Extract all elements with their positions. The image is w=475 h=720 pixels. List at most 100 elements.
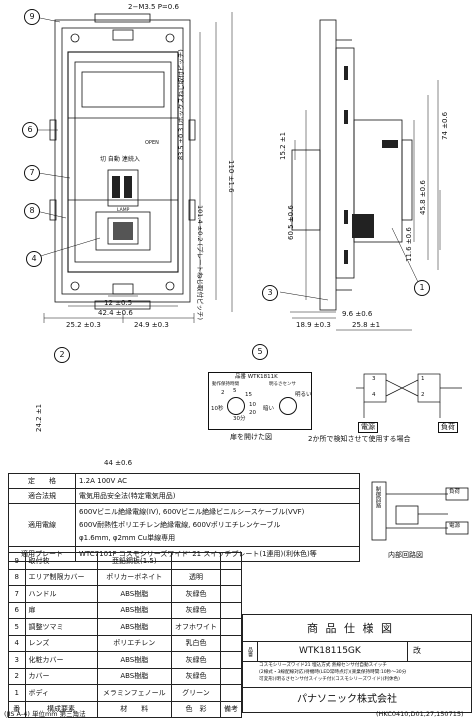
dial-mark-15: 15: [245, 392, 252, 398]
parts-color: オフホワイト: [170, 618, 222, 636]
parts-name: カバー: [24, 667, 98, 685]
dim-101-4: 101.4 ±0.2 (プレートねじ取付ピッチ): [196, 205, 204, 321]
dim-42-4: 42.4 ±0.6: [98, 309, 133, 317]
spec-label: 適用電線: [8, 503, 76, 547]
dial-mark-30m: 30分: [233, 416, 246, 422]
door-open-caption: 扉を開けた図: [230, 433, 272, 441]
callout-4: 4: [26, 251, 42, 267]
parts-no: 9: [8, 552, 26, 570]
model-label: 品番: [247, 647, 253, 657]
dial-panel: 品番 WTK1811K 動作保持時間 明るさセンサ 2 5 15 10秒 10 …: [208, 372, 312, 430]
parts-color: [170, 552, 222, 570]
spec-row: 適用電線 600Vビニル絶縁電線(IV), 600Vビニル絶縁ビニルシースケーブ…: [8, 503, 360, 547]
parts-remark: [220, 651, 242, 669]
parts-remark: [220, 684, 242, 702]
parts-header-color: 色 彩: [170, 700, 222, 718]
callout-5: 5: [252, 344, 268, 360]
dial-mark-dark: 暗い: [263, 406, 275, 412]
desc-line-2: (2線式・3線配線対応)待機時(LED常時点灯)(楽業保持時間:10秒〜30分: [259, 670, 407, 675]
dial-mark-2: 2: [221, 390, 225, 396]
callout-7: 7: [24, 165, 40, 181]
two-place-caption: 2か所で検知させて使用する場合: [308, 435, 411, 443]
dim-18-9: 18.9 ±0.3: [296, 321, 331, 329]
dim-11-6: 11.6 ±0.6: [405, 227, 413, 262]
dim-44: 44 ±0.6: [104, 459, 133, 467]
top-drawing: [28, 12, 441, 331]
parts-material: ABS樹脂: [96, 585, 172, 603]
timer-knob[interactable]: [227, 397, 245, 415]
face-lamp-label: LAMP: [117, 208, 130, 213]
dial-left-title: 動作保持時間: [212, 382, 239, 387]
parts-color: 透明: [170, 568, 222, 586]
circuit-load: 負荷: [449, 489, 461, 495]
parts-remark: [220, 618, 242, 636]
parts-color: グリーン: [170, 684, 222, 702]
company: パナソニック株式会社: [297, 694, 397, 705]
parts-header-row: 番構成要素材 料色 彩備考: [8, 700, 242, 718]
parts-name: ボディ: [24, 684, 98, 702]
parts-remark: [220, 601, 242, 619]
parts-name: レンズ: [24, 634, 98, 652]
dim-45-8: 45.8 ±0.6: [419, 180, 427, 215]
callout-3: 3: [262, 285, 278, 301]
desc-row: コスモシリーズワイド21 埋込方式 熱線センサ付自動スイッチ (2線式・3線配線…: [243, 661, 471, 688]
parts-material: ABS樹脂: [96, 651, 172, 669]
parts-color: 灰緑色: [170, 651, 222, 669]
spec-value: 1.2A 100V AC: [75, 473, 360, 489]
callout-9: 9: [24, 9, 40, 25]
callout-8: 8: [24, 203, 40, 219]
spec-value-wires: 600Vビニル絶縁電線(IV), 600Vビニル絶縁ビニルシースケーブル(VVF…: [75, 503, 360, 547]
parts-material: ABS樹脂: [96, 601, 172, 619]
model-number: WTK18115GK: [299, 646, 361, 656]
dim-25-8: 25.8 ±1: [352, 321, 381, 329]
wiring-t3: 1: [421, 376, 425, 382]
dial-mark-10s: 10秒: [211, 406, 224, 412]
model-row: 品番 WTK18115GK 改: [243, 641, 471, 662]
face-open-label: OPEN: [145, 140, 159, 146]
parts-no: 7: [8, 585, 26, 603]
parts-material: メラミンフェノール: [96, 684, 172, 702]
dial-mark-bright: 明るい: [295, 392, 312, 398]
callout-6: 6: [22, 122, 38, 138]
lux-knob[interactable]: [279, 397, 297, 415]
dim-12: 12 ±0.5: [104, 299, 133, 307]
dial-mark-20: 20: [249, 410, 256, 416]
rev-label: 改: [413, 646, 421, 655]
parts-name: ハンドル: [24, 585, 98, 603]
parts-name: 取付枚: [24, 552, 98, 570]
wiring-power: 電源: [358, 422, 378, 433]
desc-line-3: 可変形)(明るさセンサ付スイッチ付)(コスモシリーズワイド)(利休色): [259, 677, 400, 682]
parts-name: 扉: [24, 601, 98, 619]
dim-74: 74 ±0.6: [441, 111, 449, 140]
parts-color: 乳白色: [170, 634, 222, 652]
dim-110: 110 ±1.6: [227, 160, 235, 193]
dial-model: 品番 WTK1811K: [235, 374, 278, 380]
parts-no: 6: [8, 601, 26, 619]
spec-value: 電気用品安全法(特定電気用品): [75, 488, 360, 504]
parts-color: 灰緑色: [170, 667, 222, 685]
dim-24-9: 24.9 ±0.3: [134, 321, 169, 329]
spec-label: 定 格: [8, 473, 76, 489]
title-row: 商 品 仕 様 図: [243, 615, 471, 642]
wiring-t1: 3: [372, 376, 376, 382]
wiring-t4: 2: [421, 392, 425, 398]
circuit-power: 電源: [449, 523, 461, 529]
two-place-wiring: [356, 373, 462, 418]
parts-no: 2: [8, 667, 26, 685]
dim-24-2: 24.2 ±1: [35, 403, 43, 432]
dim-25-2: 25.2 ±0.3: [66, 321, 101, 329]
dim-83-5: 83.5 ±0.3 (ボックスねじ取付ピッチ): [177, 49, 185, 160]
parts-name: 調整ツマミ: [24, 618, 98, 636]
footer-right: (HKC0410,D01,27,150715): [376, 710, 464, 718]
dim-15-2: 15.2 ±1: [279, 131, 287, 160]
spec-row: 適合法規 電気用品安全法(特定電気用品): [8, 488, 360, 504]
